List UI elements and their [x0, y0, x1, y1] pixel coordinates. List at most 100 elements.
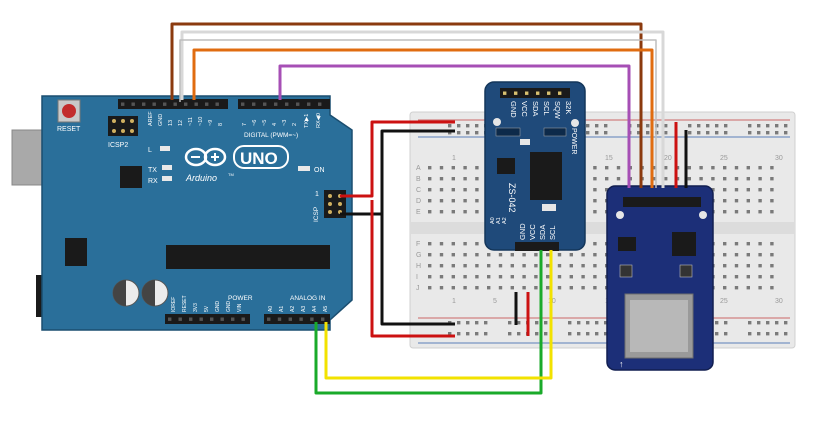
rail-hole: [688, 124, 692, 128]
breadboard-hole: [475, 253, 479, 257]
breadboard-hole: [593, 199, 597, 203]
breadboard-hole: [534, 253, 538, 257]
rail-hole: [775, 131, 779, 135]
breadboard-hole: [593, 286, 597, 290]
rail-hole: [475, 124, 479, 128]
breadboard-hole: [770, 199, 774, 203]
rail-hole: [724, 131, 728, 135]
breadboard-hole: [746, 242, 750, 246]
mounting-hole: [699, 211, 707, 219]
breadboard-hole: [734, 286, 739, 290]
pin-label: 12: [178, 120, 184, 126]
icsp2-label: ICSP2: [108, 142, 128, 149]
pin-label: GND: [226, 301, 232, 313]
rail-hole: [784, 332, 788, 336]
pin-label: RX◀0: [316, 113, 322, 128]
breadboard-hole: [593, 188, 597, 192]
breadboard-hole: [758, 253, 762, 257]
pin-label: GND: [158, 114, 164, 126]
sd-arrow: ↑: [619, 359, 624, 369]
breadboard-hole: [770, 188, 774, 192]
breadboard-hole: [546, 253, 550, 257]
breadboard-hole: [428, 166, 432, 170]
rail-hole: [646, 131, 650, 135]
rail-hole: [457, 124, 461, 128]
rail-hole: [766, 131, 770, 135]
rail-hole: [766, 332, 770, 336]
breadboard-hole: [758, 242, 762, 246]
sd-smd: [619, 264, 633, 278]
breadboard-hole: [557, 275, 562, 279]
breadboard-hole: [487, 264, 491, 268]
breadboard-hole: [770, 242, 774, 246]
led-l-label: L: [148, 147, 152, 154]
rtc-resistor-array: [543, 127, 567, 137]
power-label: POWER: [228, 295, 253, 302]
digital-label: DIGITAL (PWM=~): [244, 132, 298, 139]
rail-hole: [775, 321, 779, 325]
arduino-uno-board: RESET ICSP2 AREF GND 13 12 ~11 ~10 ~9 8 …: [11, 95, 353, 331]
breadboard-hole: [770, 264, 774, 268]
breadboard-hole: [758, 177, 762, 181]
sd-header: [623, 197, 701, 207]
col-number: 20: [664, 155, 672, 162]
breadboard-hole: [758, 166, 762, 170]
wires: [170, 22, 688, 395]
breadboard-hole: [475, 166, 479, 170]
breadboard-hole: [593, 275, 597, 279]
rail-hole: [475, 131, 479, 135]
addr-label: A0: [490, 217, 496, 224]
rail-hole: [724, 124, 728, 128]
breadboard-hole: [451, 264, 455, 268]
rail-hole: [604, 332, 608, 336]
header-pin: [267, 317, 271, 321]
wire-white-pin12-miso: [180, 30, 665, 188]
rail-hole: [748, 124, 752, 128]
rail-hole: [784, 321, 788, 325]
digital-pin-labels: AREF GND 13 12 ~11 ~10 ~9 8 7 ~6 ~5 4 ~3…: [148, 111, 322, 128]
breadboard-hole: [652, 166, 656, 170]
breadboard-hole: [439, 242, 444, 246]
breadboard-hole: [758, 210, 762, 214]
led-rx-label: RX: [148, 178, 158, 185]
row-letter: E: [416, 209, 421, 216]
rail-hole: [568, 332, 572, 336]
breadboard-hole: [758, 286, 762, 290]
breadboard-hole: [522, 286, 526, 290]
breadboard-hole: [723, 264, 727, 268]
breadboard-hole: [770, 210, 774, 214]
rail-hole: [706, 124, 710, 128]
rail-hole: [637, 124, 641, 128]
breadboard-hole: [746, 286, 750, 290]
breadboard-hole: [439, 286, 444, 290]
rail-hole: [748, 131, 752, 135]
rail-hole: [604, 124, 608, 128]
breadboard-hole: [534, 264, 538, 268]
breadboard-hole: [439, 177, 444, 181]
breadboard-hole: [487, 286, 491, 290]
rtc-led: [520, 139, 530, 145]
pin-label: AREF: [148, 111, 154, 126]
pin-label: 7: [242, 123, 248, 126]
breadboard-hole: [652, 177, 656, 181]
rail-hole: [715, 332, 719, 336]
col-number: 15: [605, 155, 613, 162]
breadboard-hole: [593, 177, 597, 181]
rtc-resistor-array: [495, 127, 521, 137]
rail-hole: [586, 321, 590, 325]
wire-red-icsp-5v: [340, 120, 455, 198]
rail-hole: [568, 321, 572, 325]
breadboard-hole: [534, 286, 538, 290]
pin-label: SCL: [548, 225, 557, 240]
reset-button-cap[interactable]: [62, 104, 76, 118]
breadboard-hole: [723, 177, 727, 181]
header-pin: [205, 102, 209, 106]
rail-hole: [784, 131, 788, 135]
mounting-hole: [616, 211, 624, 219]
breadboard-hole: [569, 286, 573, 290]
breadboard-hole: [593, 242, 597, 246]
rail-hole: [757, 131, 761, 135]
rail-hole: [604, 131, 608, 135]
breadboard-hole: [428, 253, 432, 257]
breadboard: 1 5 10 15 20 25 30 1 5 10 15 20 25 30 A …: [409, 111, 796, 349]
